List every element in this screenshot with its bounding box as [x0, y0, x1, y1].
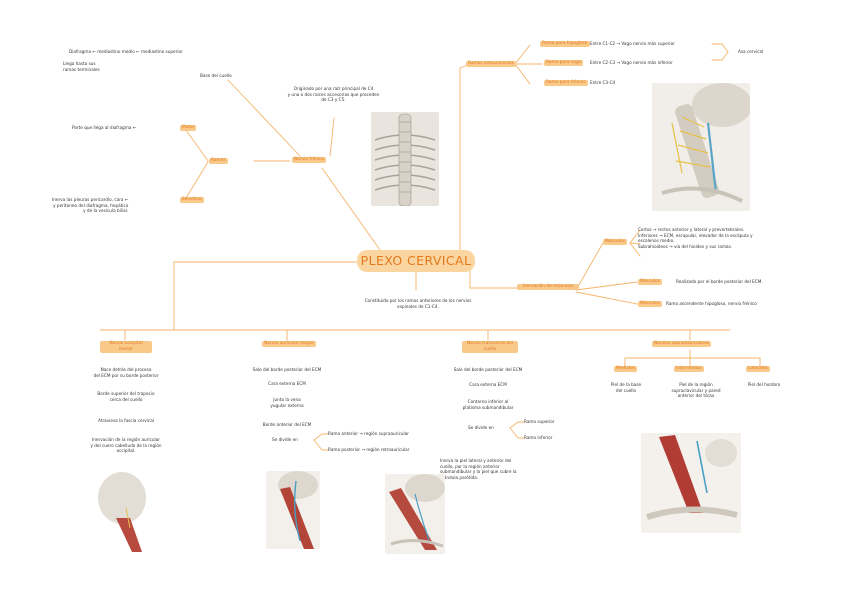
spine-illustration: [371, 112, 439, 206]
cervical-plexus-illustration: [652, 83, 750, 211]
transverso-note: Inerva la piel lateral y anterior del cu…: [440, 458, 517, 480]
auricular-split-2: Rama posterior → región retroauricular: [328, 447, 410, 452]
auricular-step-3: Junto la vena yugular externa: [270, 397, 304, 408]
musculos-text-2: Realizado por el borde posterior del ECM…: [676, 279, 763, 284]
frenico-top-sub: Llega hasta sus ramas terminales: [63, 61, 100, 72]
supra-mediales-label: Mediales: [614, 366, 637, 372]
transverso-step-2: Cara externa ECM: [469, 382, 507, 387]
frenico-top-chain: Diafragma ← mediastino medio ← mediastin…: [69, 49, 183, 54]
ramos-comunicantes-label: Ramos comunicantes: [466, 61, 517, 67]
supra-intermedios-label: Intermedios: [674, 366, 704, 372]
ramo-motor-text: Parte que llega al diafragma ←: [72, 125, 137, 130]
occipital-step-1: Nace detrás del proceso del ECM por su b…: [93, 367, 159, 378]
frenico-ramos-label: Ramos: [209, 158, 228, 164]
occipital-step-3: Atraviesa la fascia cervical: [98, 418, 154, 423]
supraclaviculares-label: Nervios supraclaviculares: [652, 341, 712, 347]
auricular-step-5: Se divide en: [272, 437, 298, 442]
auricular-step-2: Cara externa ECM: [268, 381, 306, 386]
auricular-step-1: Sale del borde posterior del ECM: [252, 367, 322, 372]
ramo-frenico-badge: Ramo para frénico: [544, 80, 588, 86]
transverso-label: Nervio transverso del cuello: [462, 341, 518, 353]
ramo-hipogloso-badge: Ramo para hipogloso: [540, 41, 590, 47]
nervio-frenico-label: Nervio frénico: [292, 157, 327, 163]
transverso-split-1: Ramo superior: [524, 419, 555, 424]
ramo-sensitivo-text: Inerva las pleuras pericardio, cara ← y …: [52, 197, 129, 214]
frenico-origin: Originado por una raíz principal de C4 y…: [287, 86, 380, 103]
ramo-frenico-text: Entre C3-C4: [590, 80, 616, 85]
supra-laterales-label: Laterales: [746, 366, 770, 372]
transverso-illustration: [385, 474, 445, 554]
formation-text: Constituido por los ramos anteriores de …: [364, 298, 472, 309]
auricular-illustration: [266, 471, 320, 549]
transverso-step-1: Sale del borde posterior del ECM: [453, 367, 523, 372]
supraclavicular-illustration: [641, 433, 741, 533]
occipital-note: Inervación de la región auricular y del …: [90, 437, 162, 454]
supra-laterales-text: Piel del hombro: [747, 382, 781, 387]
ramo-vago-badge: Ramo para vago: [544, 60, 584, 66]
musculos-badge-3: Músculos: [638, 301, 662, 307]
occipital-step-2: Borde superior del trapecio cerca del cu…: [97, 391, 155, 402]
auricular-split-1: Rama anterior → región supraauricular: [328, 431, 410, 436]
asa-cervical-note: Asa cervical: [738, 49, 764, 54]
transverso-step-4: Se divide en: [468, 425, 494, 430]
supra-intermedios-text: Piel de la región supraclavicular y pare…: [671, 382, 721, 399]
occipital-illustration: [96, 468, 154, 552]
frenico-base-cuello: Base del cuello: [200, 73, 232, 78]
ramo-sensitivo-label: Sensitivo: [180, 197, 204, 203]
ramo-vago-text: Entre C2-C3 → Vago nervio más inferior: [590, 60, 673, 65]
occipital-menor-label: Nervio occipital menor: [100, 341, 152, 353]
inervacion-label: Inervación de músculos: [517, 284, 579, 290]
supra-mediales-text: Piel de la base del cuello: [610, 382, 642, 393]
transverso-split-2: Ramo inferior: [524, 435, 553, 440]
musculos-text-3: Ramo ascendente hipogloso, nervio frénic…: [666, 301, 757, 306]
ramo-hipogloso-text: Entre C1-C2 → Vago nervio más superior: [590, 41, 675, 46]
ramo-motor-label: Motor: [180, 125, 197, 131]
plexo-cervical-title: PLEXO CERVICAL: [357, 250, 475, 272]
transverso-step-3: Contorno inferior al platisma submandibu…: [462, 399, 514, 410]
musculos-badge-2: Músculos: [638, 279, 662, 285]
musculos-text-1: Cortos → rectos anterior y lateral y pre…: [638, 227, 753, 249]
auricular-mayor-label: Nervio auricular mayor: [262, 341, 316, 347]
musculos-badge-1: Músculos: [603, 239, 627, 245]
auricular-step-4: Borde anterior del ECM: [262, 422, 312, 427]
